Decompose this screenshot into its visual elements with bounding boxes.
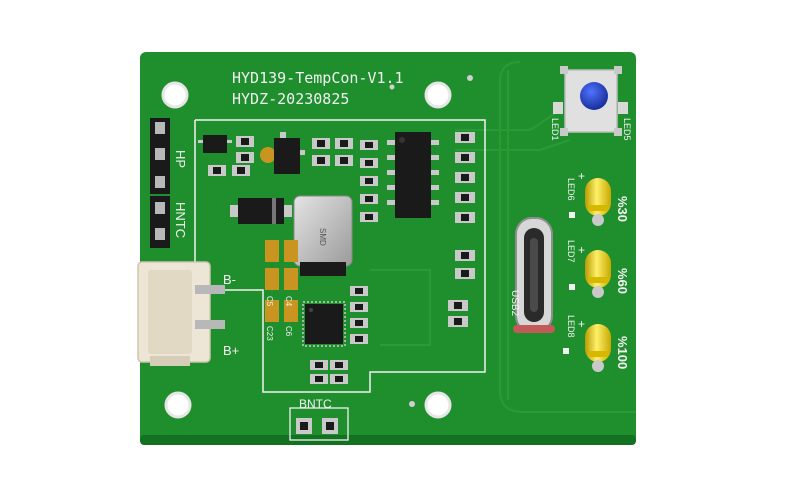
label-c4: C4 [284, 296, 293, 307]
trace-mid [455, 139, 571, 151]
soic-chip [387, 132, 439, 218]
label-c5: C5 [265, 296, 274, 307]
small-leds-button [553, 102, 628, 114]
label-hntc: HNTC [173, 202, 188, 238]
capacitor-bank [265, 240, 298, 322]
board-title: HYD139-TempCon-V1.1 [232, 69, 404, 87]
polarity-marks: + + + [563, 169, 585, 354]
mounting-holes [161, 75, 473, 419]
trace-right-zone [499, 61, 636, 413]
label-b-plus: B+ [223, 343, 239, 358]
bntc-pads [296, 418, 338, 434]
label-pct30: %30 [615, 196, 630, 222]
label-led5: LED5 [622, 118, 632, 141]
pcb-edge-shadow [140, 435, 636, 445]
battery-connector [137, 261, 225, 366]
led-30 [585, 178, 611, 226]
svg-text:+: + [578, 243, 585, 257]
label-b-minus: B- [223, 272, 236, 287]
caps-top-middle [312, 138, 353, 166]
tantalum-and-regulator [260, 132, 305, 174]
label-usb: USB2 [509, 290, 520, 317]
label-bntc: BNTC [299, 397, 332, 411]
label-c6: C6 [284, 326, 293, 337]
bntc-outline [289, 407, 349, 441]
svg-text:+: + [578, 169, 585, 183]
label-c23: C23 [265, 326, 274, 341]
tactile-button [560, 66, 622, 136]
board-date: HYDZ-20230825 [232, 90, 349, 108]
header-hp-hntc [150, 118, 170, 248]
schottky-diode [230, 198, 292, 224]
power-inductor: SMD [293, 195, 353, 276]
trace-top [455, 109, 561, 131]
label-led1: LED1 [550, 118, 560, 141]
usb-c-connector [513, 217, 555, 333]
led-100 [585, 324, 611, 372]
label-led6: LED6 [566, 178, 576, 201]
parts-near-qfn [310, 286, 368, 384]
label-pct60: %60 [615, 268, 630, 294]
qfn-controller [302, 301, 346, 347]
trace-bottom [370, 269, 431, 346]
label-hp: HP [173, 150, 188, 168]
svg-text:+: + [578, 317, 585, 331]
resistor-column-left [360, 140, 378, 222]
resistor-column-right [448, 132, 475, 327]
inductor-marking: SMD [318, 228, 327, 246]
led-60 [585, 250, 611, 298]
label-led7: LED7 [566, 240, 576, 263]
label-pct100: %100 [615, 336, 630, 369]
small-components-top-left [198, 135, 254, 176]
label-led8: LED8 [566, 315, 576, 338]
